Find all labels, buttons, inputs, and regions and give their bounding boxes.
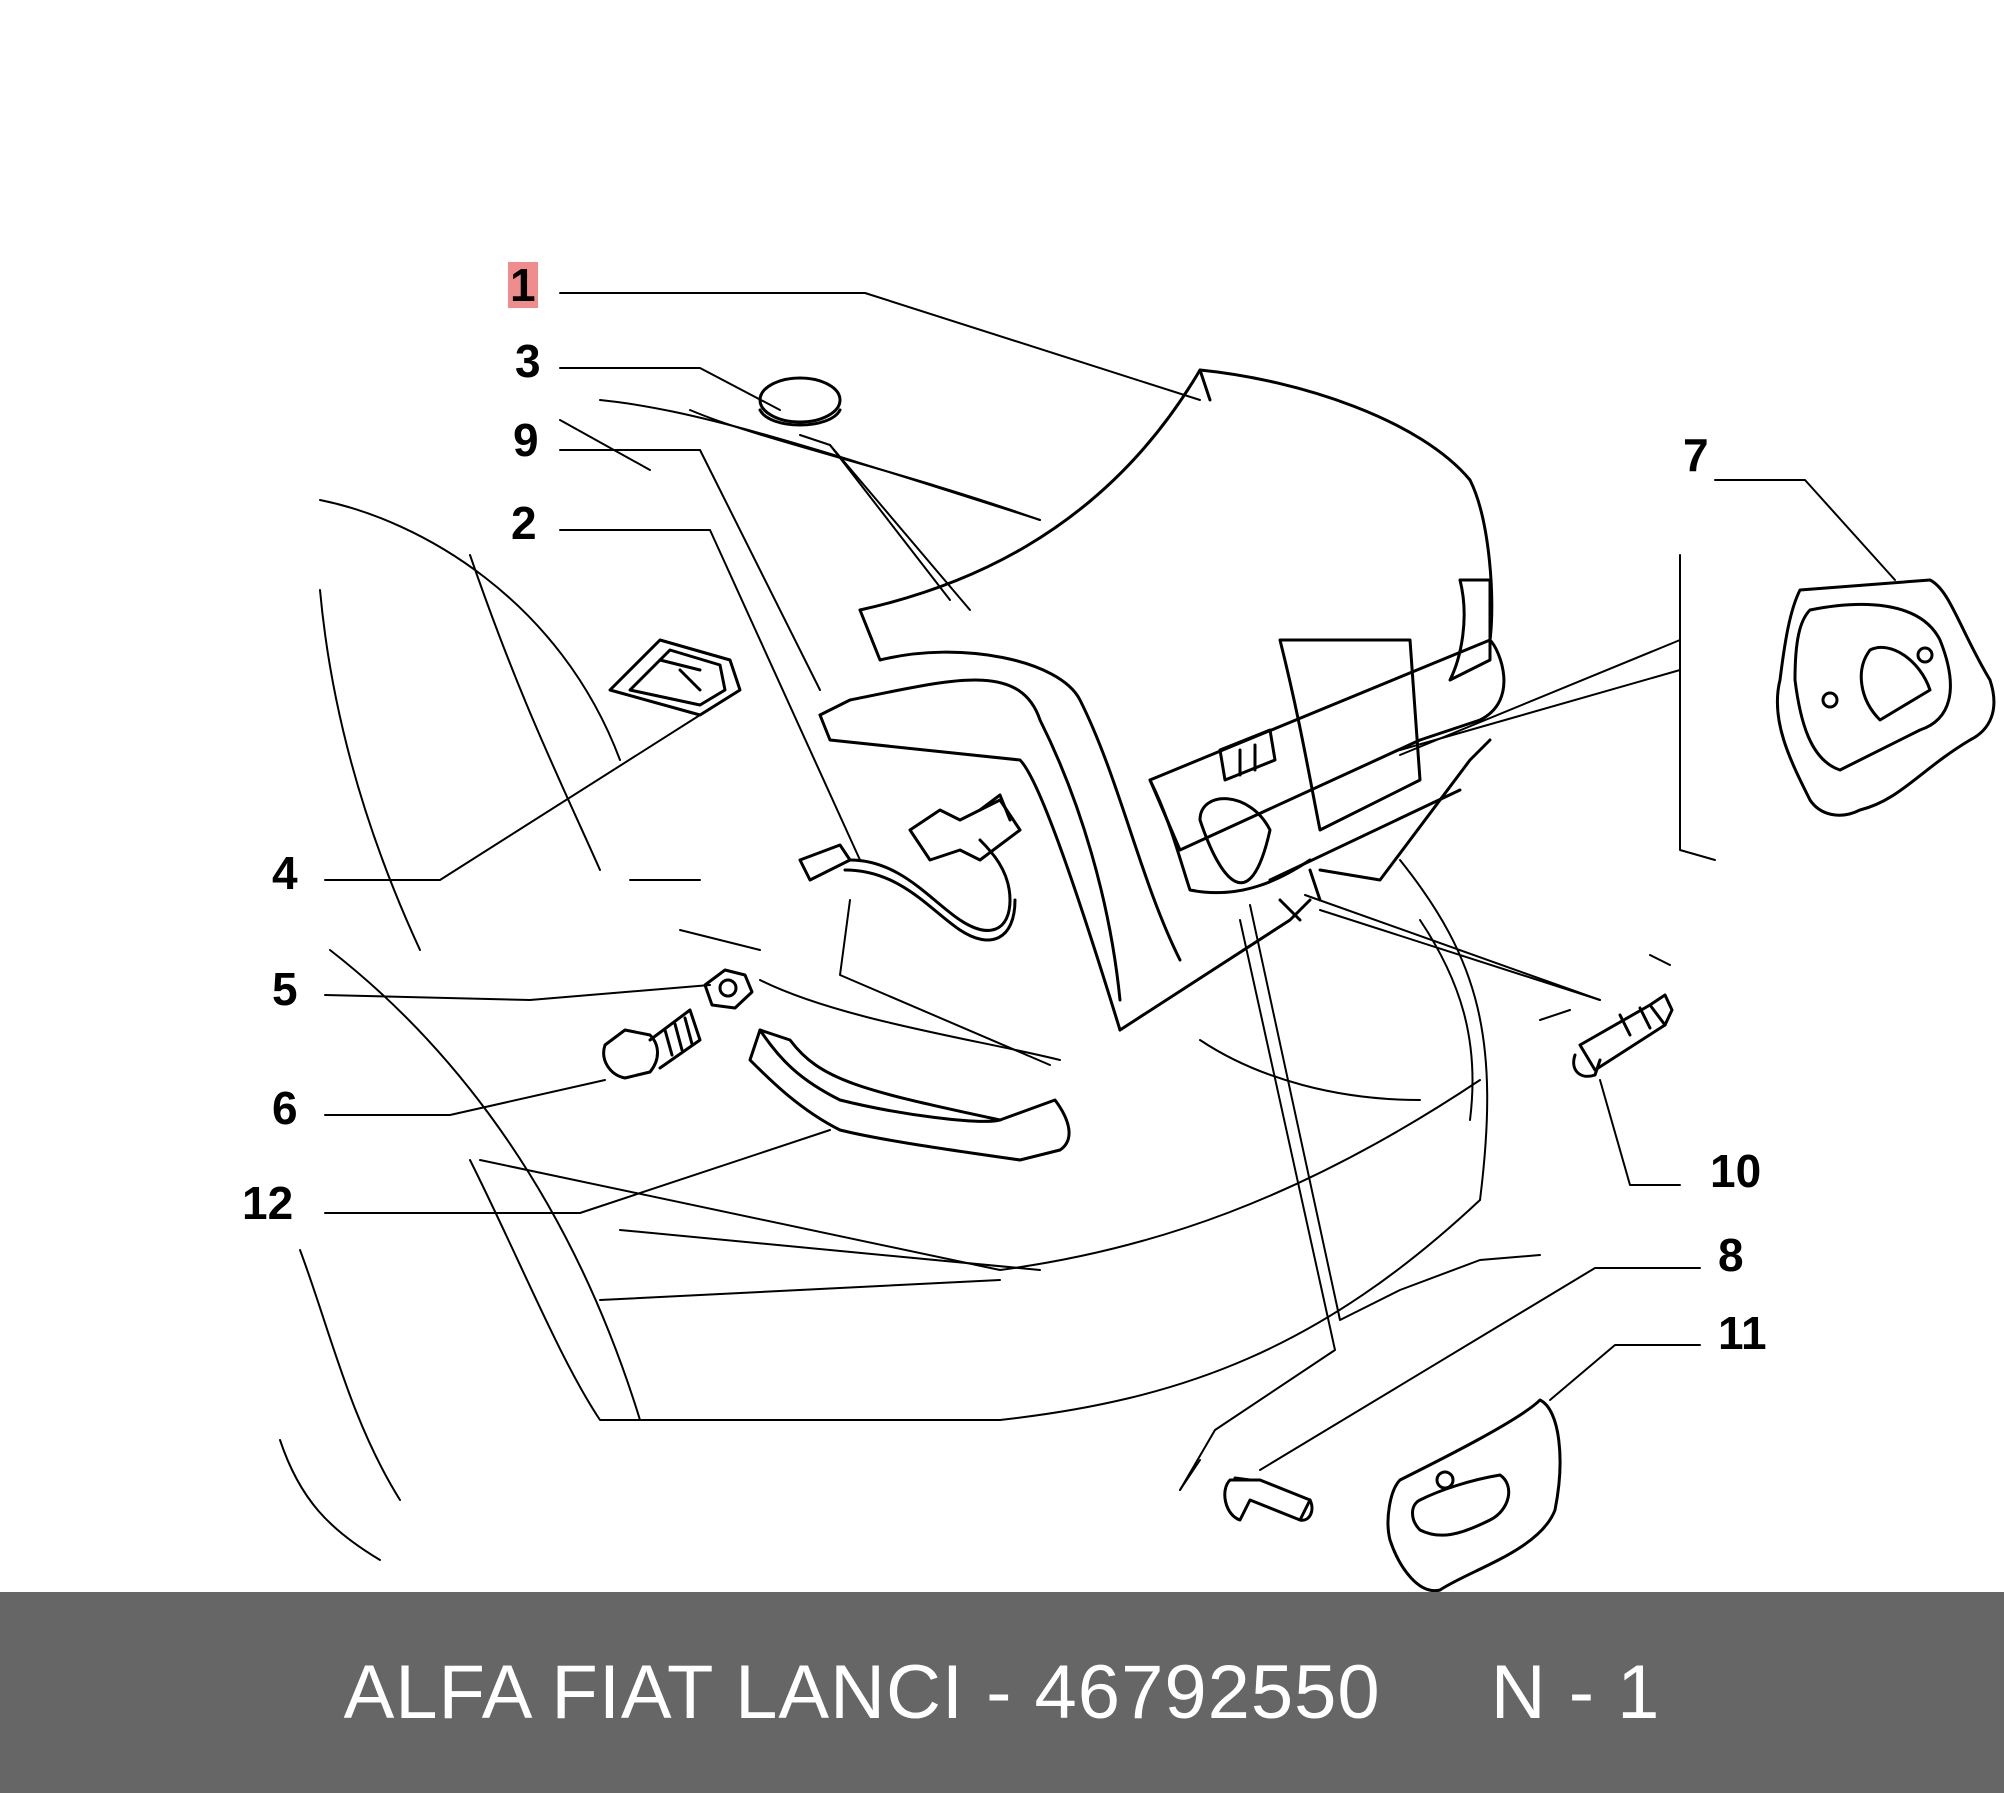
- callout-1: 1: [508, 259, 538, 311]
- callout-6: 6: [272, 1082, 298, 1134]
- handle-cover-part-11: [1386, 1398, 1562, 1593]
- callout-4: 4: [272, 847, 298, 899]
- plug-part-3: [758, 376, 842, 427]
- callout-12: 12: [242, 1177, 294, 1229]
- callout-3: 3: [515, 335, 541, 387]
- leader-lines: [324, 292, 1896, 1491]
- bolt-part-6: [602, 1008, 702, 1080]
- position-label: N - 1: [1490, 1650, 1661, 1735]
- callout-2: 2: [511, 497, 537, 549]
- nut-part-5: [703, 968, 754, 1010]
- weatherstrip-part-12: [748, 1028, 1071, 1162]
- trunk-lid: [818, 368, 1506, 1032]
- parts-diagram: 1 3 9 2 4 5 6 12 7 10 8 11: [242, 259, 1996, 1593]
- callout-7: 7: [1683, 429, 1709, 481]
- callout-5: 5: [272, 963, 298, 1015]
- callout-9: 9: [513, 414, 539, 466]
- exploded-view-drawing: [279, 292, 1996, 1593]
- part-number-label: ALFA FIAT LANCI - 46792550: [343, 1650, 1381, 1735]
- rubber-pad-part-7: [1775, 578, 1996, 817]
- part-number-footer: ALFA FIAT LANCI - 46792550 N - 1: [0, 1592, 2004, 1793]
- bracket-part-4: [608, 638, 742, 717]
- footer-text: ALFA FIAT LANCI - 46792550 N - 1: [0, 1592, 2004, 1793]
- switch-part-10: [1572, 993, 1674, 1078]
- callout-10: 10: [1710, 1145, 1762, 1197]
- callout-8: 8: [1718, 1229, 1744, 1281]
- callout-11: 11: [1718, 1307, 1767, 1359]
- pin-part-8: [1223, 1476, 1314, 1522]
- cable-and-latch-parts: [798, 793, 1022, 942]
